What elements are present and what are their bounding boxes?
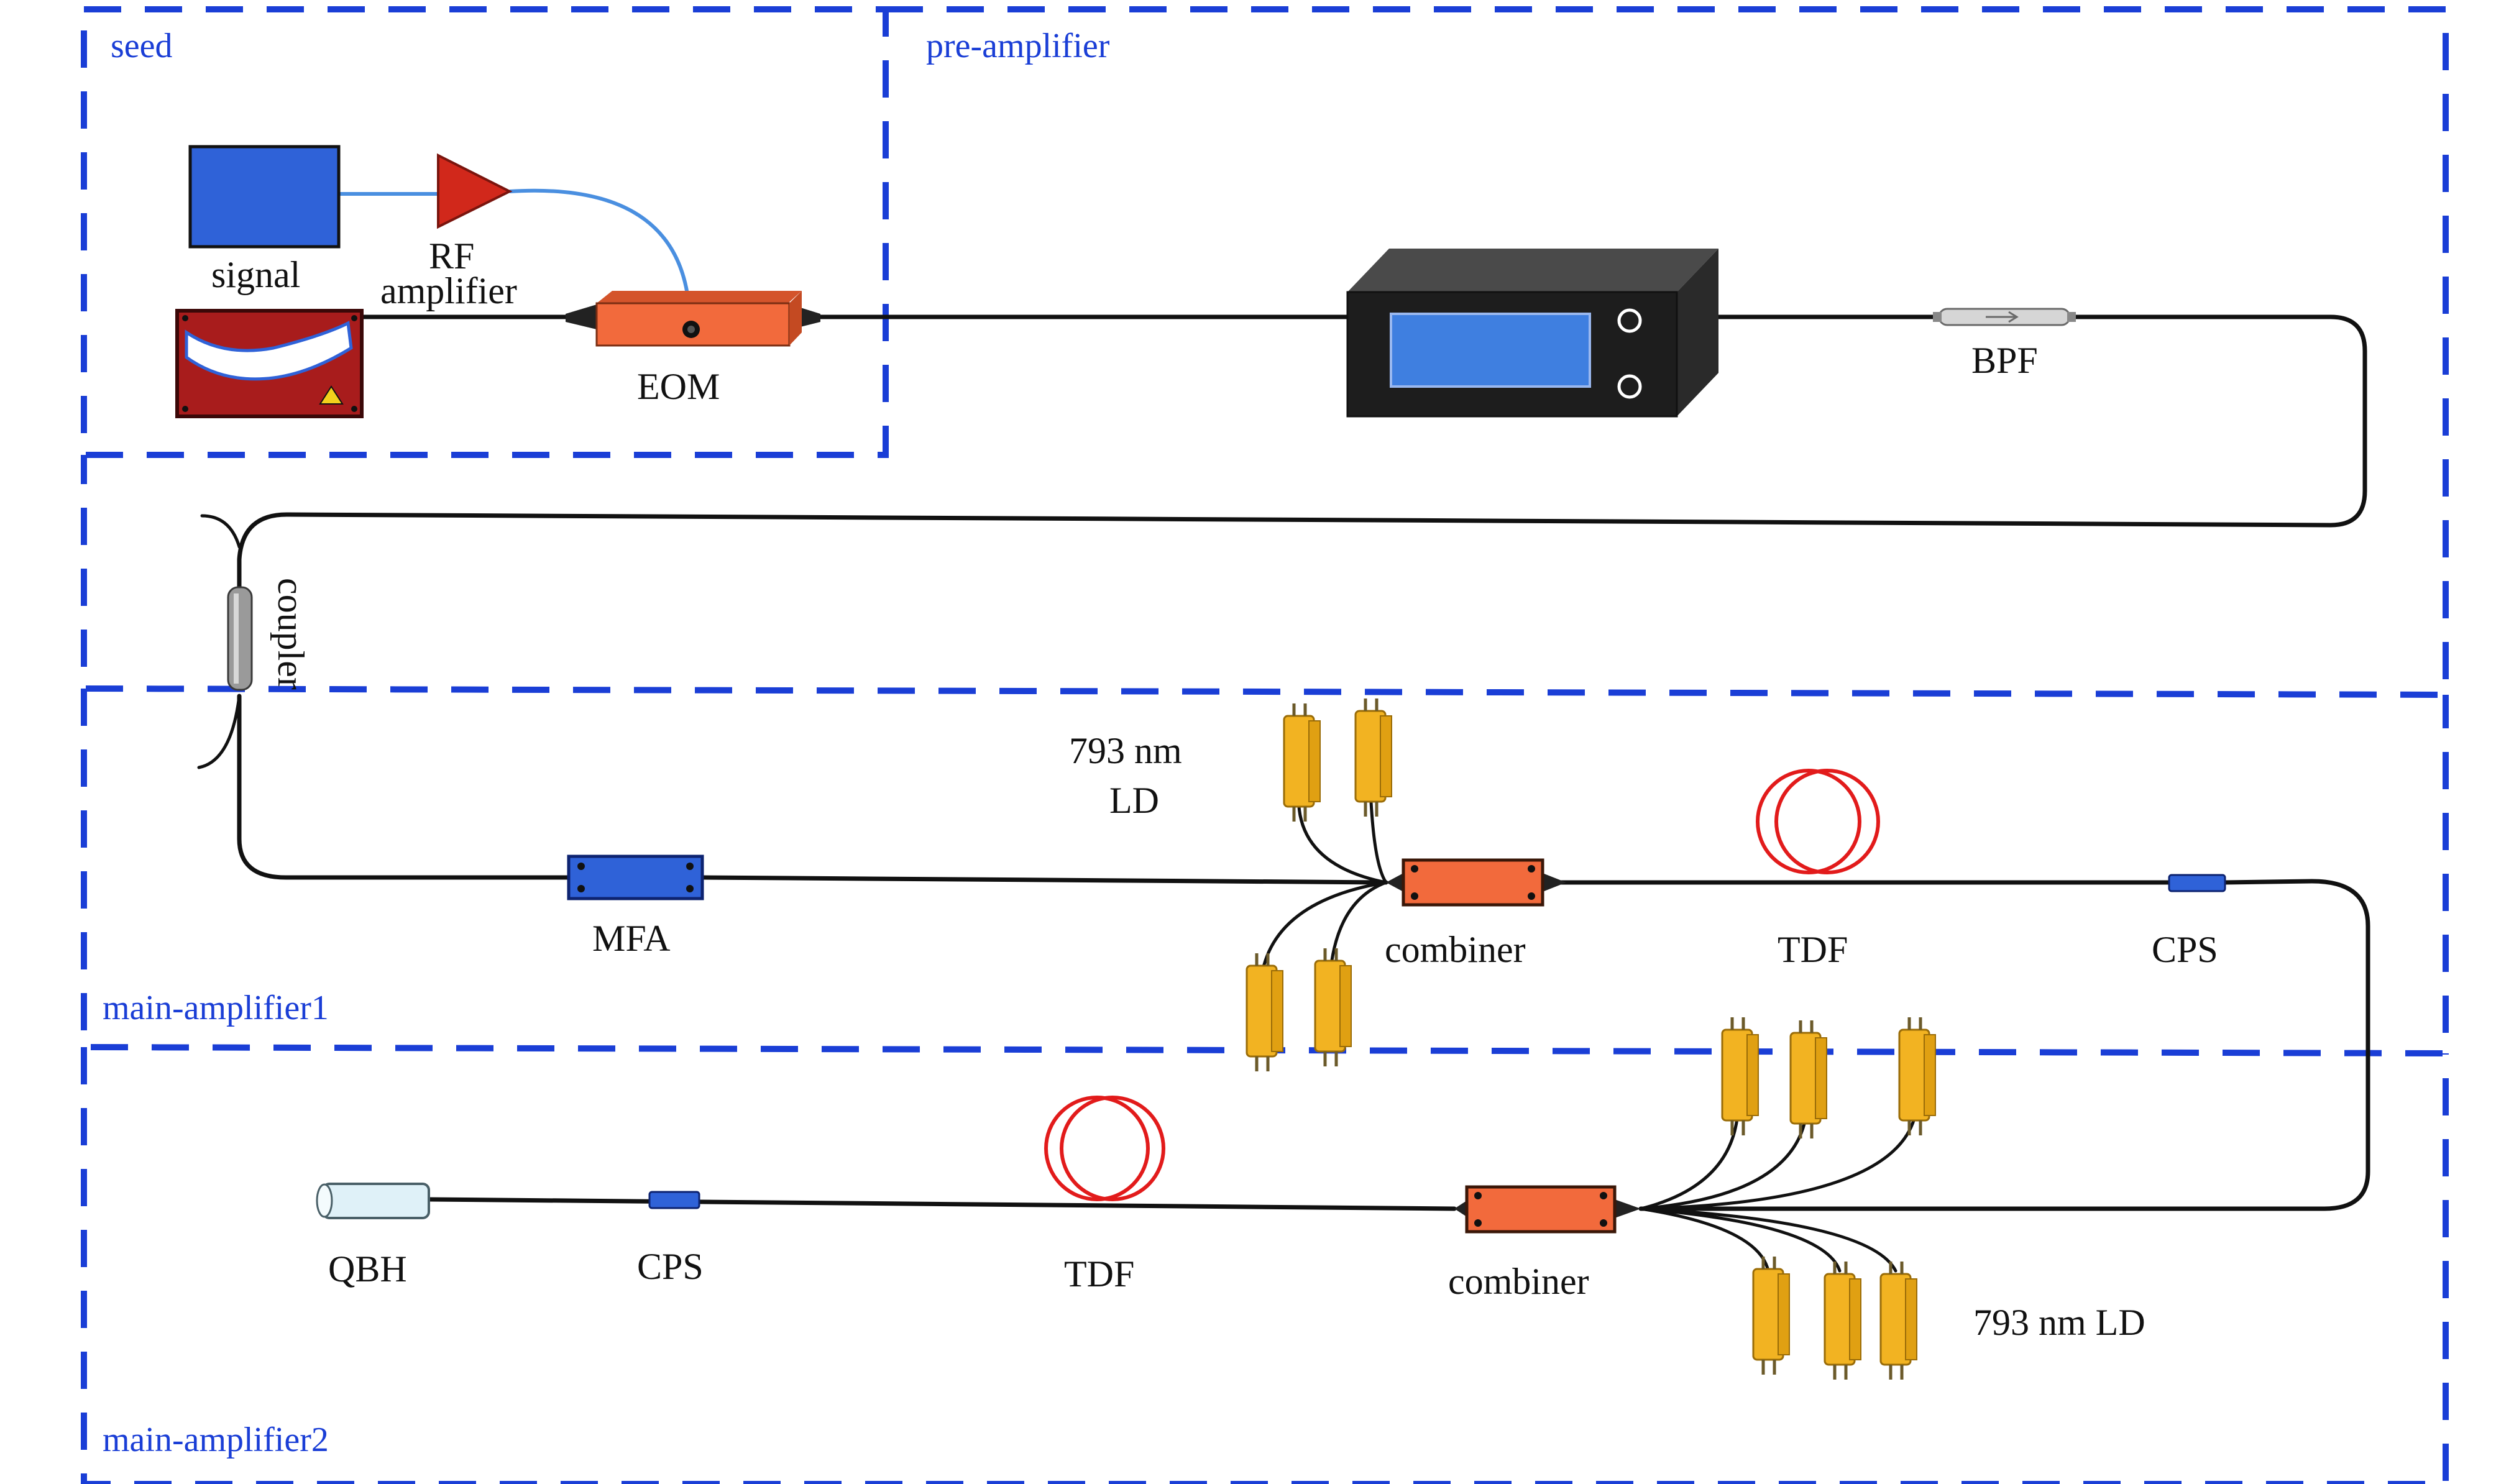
mfa-label: MFA xyxy=(592,918,671,959)
ld-2-label: 793 nm LD xyxy=(1973,1302,2145,1343)
tdf-coil-1 xyxy=(1756,769,1880,874)
coupler-tail-top xyxy=(200,514,241,549)
fiber-mfa-to-combiner1 xyxy=(700,875,1388,885)
ld-group-2 xyxy=(1722,1017,1935,1380)
cps-2-label: CPS xyxy=(637,1246,704,1287)
laser-diode-2c xyxy=(1899,1017,1935,1135)
unit-display-screen xyxy=(1390,313,1591,388)
seed-laser xyxy=(175,309,364,418)
signal-label: signal xyxy=(211,254,300,295)
combiner-1-label: combiner xyxy=(1385,929,1526,970)
cps-2-device xyxy=(648,1191,700,1209)
cps-1-label: CPS xyxy=(2152,929,2218,970)
section-borders xyxy=(81,6,2449,1484)
coupler-device xyxy=(227,586,253,691)
combiner-2-device xyxy=(1454,1185,1641,1234)
qbh-label: QBH xyxy=(328,1248,407,1289)
fiber-cps-loop-down xyxy=(1638,879,2370,1211)
laser-diode-2a xyxy=(1722,1017,1758,1135)
laser-diode-2e xyxy=(1825,1262,1861,1380)
tdf-1-label: TDF xyxy=(1778,929,1848,970)
combiner-2-label: combiner xyxy=(1448,1261,1589,1302)
fiber-coupler-to-mfa xyxy=(237,694,571,880)
ld-1-label-line2: LD xyxy=(1109,780,1159,821)
bpf-device xyxy=(1933,308,2076,326)
seed-section-border xyxy=(81,6,889,458)
fiber-display-to-bpf-loop xyxy=(237,314,2367,593)
seed-section-label: seed xyxy=(111,27,173,65)
ld1-pigtail-b xyxy=(1369,787,1388,884)
eom-device xyxy=(566,291,820,347)
ld2-pigtail-e xyxy=(1639,1207,1842,1273)
rf-amplifier xyxy=(437,153,513,229)
laser-diode-2b xyxy=(1791,1020,1827,1138)
rf-amplifier-label-line1: RF xyxy=(429,236,474,277)
mfa-device xyxy=(567,854,704,900)
coupler-tail-bottom xyxy=(197,694,241,769)
laser-warning-icon xyxy=(319,385,344,405)
ld1-pigtail-d xyxy=(1328,881,1388,978)
tdf-coil-2 xyxy=(1044,1096,1165,1201)
cps-1-device xyxy=(2168,874,2226,892)
laser-diode-1d xyxy=(1315,948,1351,1066)
main-amplifier2-section-border xyxy=(81,1047,2449,1484)
main-amplifier2-section-label: main-amplifier2 xyxy=(103,1421,329,1459)
ld2-pigtail-f xyxy=(1639,1207,1897,1273)
combiner-1-device xyxy=(1386,858,1566,907)
fiber-combiner2-to-qbh xyxy=(426,1197,1457,1211)
ld2-pigtail-c xyxy=(1639,1117,1916,1211)
laser-diode-1a xyxy=(1284,703,1320,822)
laser-diode-1b xyxy=(1356,698,1392,817)
main-amplifier1-section-label: main-amplifier1 xyxy=(103,989,329,1027)
unit-knob-bottom xyxy=(1617,374,1642,399)
unit-knob-top xyxy=(1617,308,1642,333)
bpf-label: BPF xyxy=(1971,340,2038,381)
pre-amplifier-unit xyxy=(1346,249,1718,418)
signal-generator xyxy=(188,145,341,249)
ld-1-label-line1: 793 nm xyxy=(1069,730,1182,771)
rf-amplifier-label-line2: amplifier xyxy=(380,270,517,311)
eom-label: EOM xyxy=(637,366,720,407)
pre-amplifier-section-label: pre-amplifier xyxy=(926,27,1110,65)
qbh-device xyxy=(316,1183,430,1219)
laser-diode-2d xyxy=(1753,1257,1789,1375)
laser-diode-1c xyxy=(1247,953,1283,1071)
rf-cable-amp-to-eom xyxy=(509,188,692,327)
coupler-label: coupler xyxy=(270,578,311,690)
pre-amplifier-section-border xyxy=(81,6,2449,698)
laser-diode-2f xyxy=(1881,1262,1917,1380)
tdf-2-label: TDF xyxy=(1064,1253,1134,1294)
